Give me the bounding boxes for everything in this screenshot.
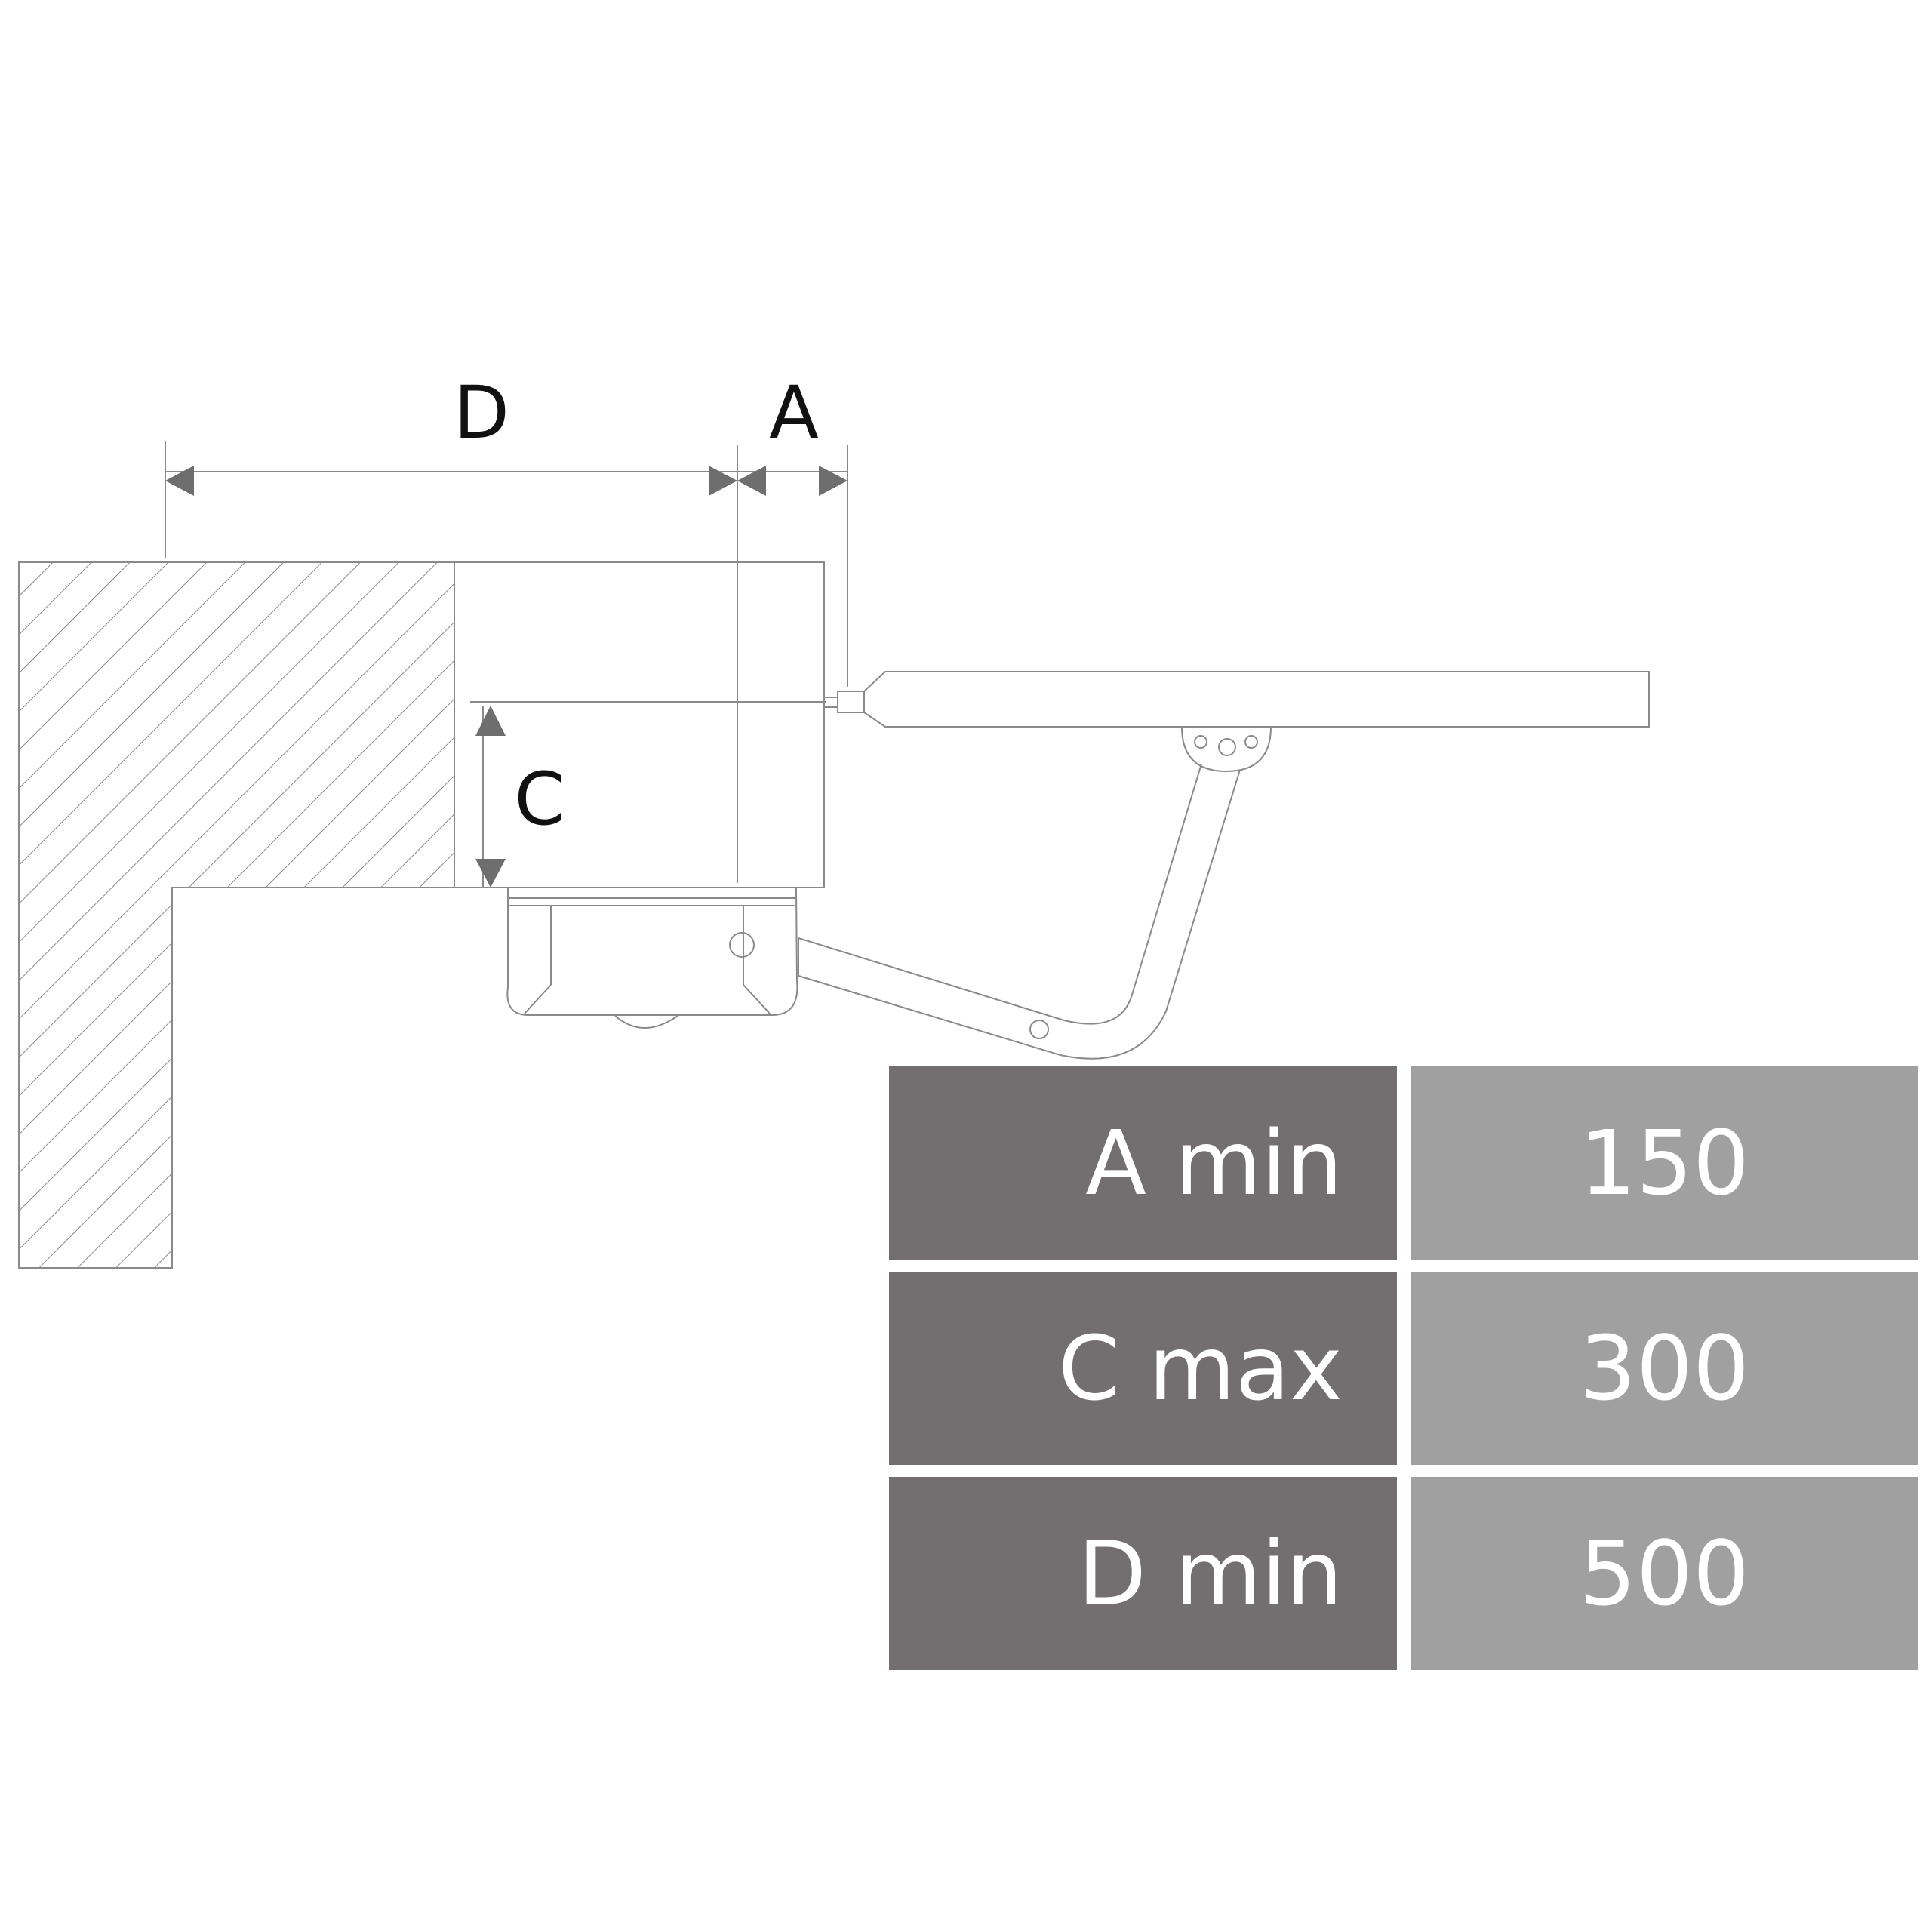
dimension-a-label: A — [769, 371, 819, 455]
spec-value: 300 — [1411, 1272, 1918, 1465]
wall-section — [18, 561, 455, 1269]
dimension-c-label: C — [514, 757, 565, 841]
gate-block — [454, 561, 825, 888]
gate-leaf — [823, 671, 1650, 773]
dimension-a: A — [737, 371, 848, 883]
spec-label: C max — [889, 1272, 1397, 1465]
spec-row-d-min: D min 500 — [889, 1477, 1918, 1670]
articulated-arm — [798, 763, 1241, 1060]
dimension-d: D — [165, 371, 737, 558]
spec-row-c-max: C max 300 — [889, 1272, 1918, 1465]
spec-row-a-min: A min 150 — [889, 1066, 1918, 1260]
dimension-d-label: D — [454, 371, 509, 455]
spec-label: A min — [889, 1066, 1397, 1260]
operator-body — [454, 887, 798, 1029]
spec-table: A min 150 C max 300 D min 500 — [889, 1066, 1918, 1682]
spec-value: 500 — [1411, 1477, 1918, 1670]
dimension-c: C — [470, 701, 826, 888]
spec-label: D min — [889, 1477, 1397, 1670]
spec-value: 150 — [1411, 1066, 1918, 1260]
